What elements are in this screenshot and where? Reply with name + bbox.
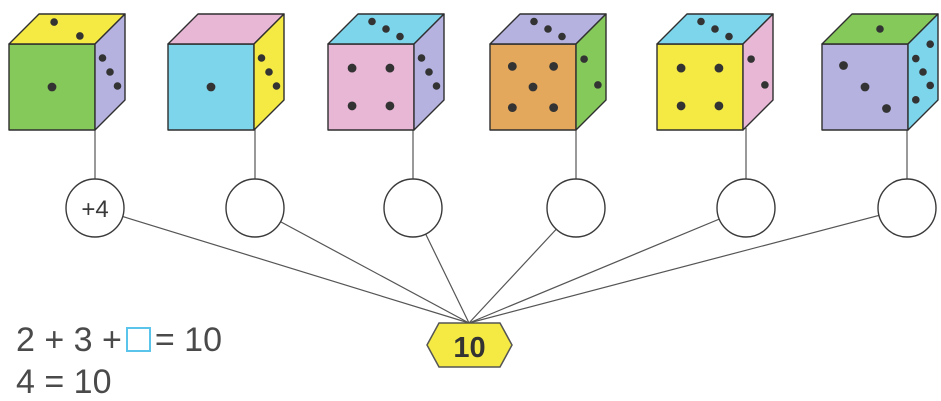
pip-dot xyxy=(382,25,390,33)
pip-dot xyxy=(432,82,441,90)
pip-dot xyxy=(347,63,357,73)
pip-dot xyxy=(926,40,934,48)
pip-dot xyxy=(549,61,559,71)
pip-dot xyxy=(676,101,686,111)
die-6 xyxy=(821,13,939,131)
die-4 xyxy=(489,13,607,131)
pip-dot xyxy=(747,55,755,63)
pip-dot xyxy=(528,82,538,92)
pip-dot xyxy=(912,54,920,63)
pip-dot xyxy=(725,32,733,41)
pip-dot xyxy=(385,63,395,73)
die-1 xyxy=(8,13,126,131)
pip-dot xyxy=(714,63,724,73)
pip-dot xyxy=(113,82,122,90)
connector-line xyxy=(94,207,470,324)
answer-circle-2[interactable] xyxy=(225,178,285,238)
equation-line-1: 2 + 3 + = 10 xyxy=(16,323,222,357)
pip-dot xyxy=(530,17,538,26)
pip-dot xyxy=(507,103,517,113)
answer-box[interactable] xyxy=(125,327,151,352)
target-hexagon-shape xyxy=(426,322,513,368)
answer-circle-4[interactable] xyxy=(546,178,606,238)
pip-dot xyxy=(50,18,58,26)
die-3 xyxy=(327,13,445,131)
pip-dot xyxy=(839,61,848,70)
answer-circle-5[interactable] xyxy=(716,178,776,238)
pip-dot xyxy=(761,81,769,89)
pip-dot xyxy=(385,101,395,111)
pip-dot xyxy=(876,25,884,33)
die-5-right-face xyxy=(742,13,774,131)
target-value: 10 xyxy=(453,332,485,364)
dice-row xyxy=(8,13,939,131)
pip-dot xyxy=(368,17,376,26)
die-3-front-face xyxy=(327,43,415,131)
pip-dot xyxy=(697,17,705,26)
equation-line-2: 4 = 10 xyxy=(16,365,111,399)
pip-dot xyxy=(926,81,934,90)
pip-dot xyxy=(882,104,891,113)
pip-dot xyxy=(206,82,216,92)
target-hexagon: 10 xyxy=(426,322,513,368)
pip-dot xyxy=(47,82,57,92)
pip-dot xyxy=(272,82,281,90)
pip-dot xyxy=(580,55,588,63)
answer-circle-3[interactable] xyxy=(383,178,443,238)
die-5-front-face xyxy=(656,43,744,131)
pip-dot xyxy=(544,25,552,33)
pip-dot xyxy=(98,54,107,62)
pip-dot xyxy=(860,82,870,92)
answer-circles: +4 xyxy=(65,178,937,238)
connector-lines xyxy=(94,128,908,324)
pip-dot xyxy=(257,54,266,62)
pip-dot xyxy=(76,32,84,40)
die-4-right-face xyxy=(575,13,607,131)
equation-1-left: 2 + 3 + xyxy=(16,321,122,359)
answer-circle-1[interactable] xyxy=(65,178,125,238)
pip-dot xyxy=(676,63,686,73)
connector-line xyxy=(254,207,470,324)
pip-dot xyxy=(347,101,357,111)
pip-dot xyxy=(549,103,559,113)
answer-circle-1-label: +4 xyxy=(81,196,108,223)
pip-dot xyxy=(594,81,602,89)
pip-dot xyxy=(396,32,404,41)
pip-dot xyxy=(714,101,724,111)
pip-dot xyxy=(912,96,920,104)
pip-dot xyxy=(711,25,719,33)
pip-dot xyxy=(425,68,433,76)
equation-1-right: = 10 xyxy=(154,321,222,359)
connector-line xyxy=(468,207,908,324)
pip-dot xyxy=(265,68,273,76)
die-5 xyxy=(656,13,774,131)
pip-dot xyxy=(106,68,114,76)
die-2 xyxy=(167,13,285,131)
answer-circle-6[interactable] xyxy=(877,178,937,238)
equation-2-text: 4 = 10 xyxy=(16,363,112,401)
pip-dot xyxy=(507,61,517,71)
pip-dot xyxy=(417,54,426,62)
connector-line xyxy=(468,207,747,324)
pip-dot xyxy=(558,32,566,41)
pip-dot xyxy=(919,68,927,76)
